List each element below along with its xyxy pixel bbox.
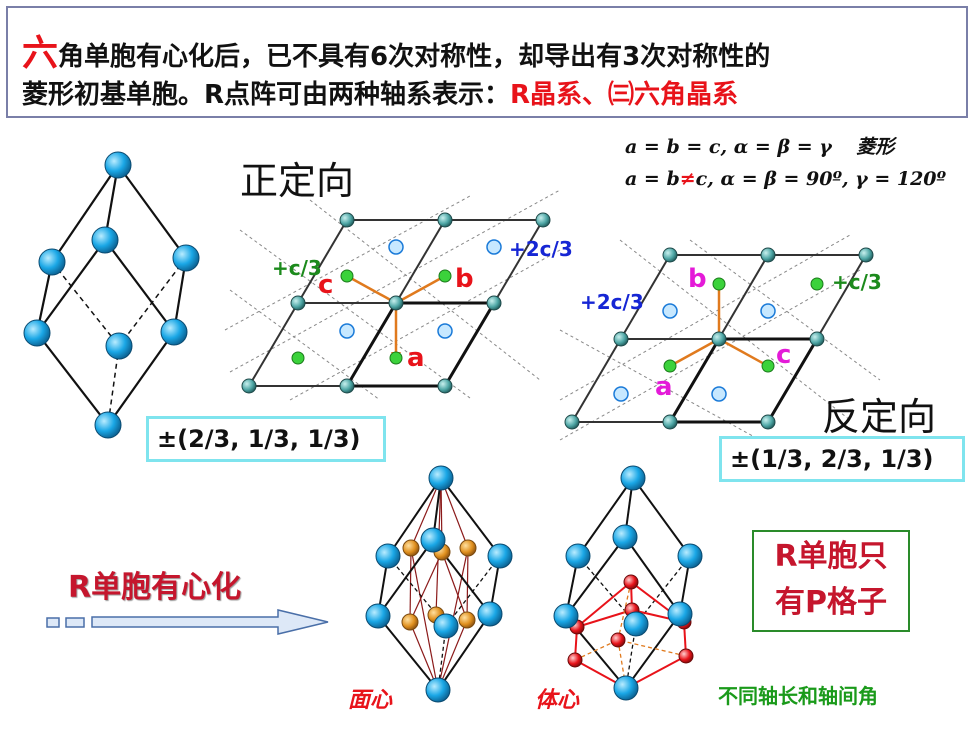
p-lattice-box: R单胞只 有P格子 — [752, 530, 910, 632]
formula-rhombic-text: a = b = c, α = β = γ — [625, 136, 832, 158]
formula-hexagonal: a = b≠c, α = β = 90º, γ = 120º — [625, 168, 946, 190]
title-box: 六角单胞有心化后，已不具有6次对称性，却导出有3次对称性的 菱形初基单胞。R点阵… — [6, 6, 968, 118]
label-obverse-a: a — [407, 343, 425, 373]
rhombohedron-face-centered — [365, 465, 513, 703]
formula-hex-part1: a = b — [625, 168, 680, 190]
formula-rhombic-name: 菱形 — [856, 136, 895, 158]
face-centered-label: 面心 — [348, 688, 393, 713]
label-obverse-b: b — [455, 264, 474, 294]
formula-rhombic: a = b = c, α = β = γ 菱形 — [625, 132, 894, 159]
p-lattice-line2: 有P格子 — [775, 585, 887, 620]
title-line-2-text: 菱形初基单胞。R点阵可由两种轴系表示： — [22, 80, 511, 110]
label-reverse-c: c — [776, 340, 792, 370]
centering-arrow — [46, 609, 329, 635]
title-line-1-text: 角单胞有心化后，已不具有6次对称性，却导出有3次对称性的 — [58, 42, 771, 72]
title-line-2-highlight: R晶系、㈢六角晶系 — [510, 80, 739, 110]
label-obverse-2c3: +2c/3 — [509, 237, 573, 261]
axis-note: 不同轴长和轴间角 — [718, 684, 878, 708]
heading-reverse: 反定向 — [822, 395, 937, 439]
label-obverse-c: c — [318, 270, 334, 300]
centering-label: R单胞有心化 — [68, 570, 242, 605]
formula-hex-neq: ≠ — [679, 168, 696, 190]
label-obverse-c3: +c/3 — [272, 256, 322, 280]
formula-hex-part2: c, α = β = 90º, γ = 120º — [695, 168, 947, 190]
label-reverse-2c3: +2c/3 — [580, 290, 644, 314]
coords-reverse: ±(1/3, 2/3, 1/3) — [719, 436, 965, 482]
label-reverse-a: a — [655, 372, 673, 402]
rhombohedron-body-centered — [553, 465, 703, 701]
title-first-char: 六 — [22, 33, 59, 74]
title-line-2: 菱形初基单胞。R点阵可由两种轴系表示：R晶系、㈢六角晶系 — [22, 74, 738, 111]
lattice-obverse — [224, 189, 561, 401]
label-reverse-c3: +c/3 — [832, 270, 882, 294]
p-lattice-line1: R单胞只 — [774, 539, 888, 574]
label-reverse-b: b — [688, 264, 707, 294]
rhombohedron-left — [23, 151, 200, 439]
coords-obverse: ±(2/3, 1/3, 1/3) — [146, 416, 386, 462]
lattice-reverse — [559, 234, 881, 441]
title-line-1: 六角单胞有心化后，已不具有6次对称性，却导出有3次对称性的 — [22, 24, 770, 76]
heading-obverse: 正定向 — [240, 159, 355, 203]
body-centered-label: 体心 — [535, 688, 580, 713]
